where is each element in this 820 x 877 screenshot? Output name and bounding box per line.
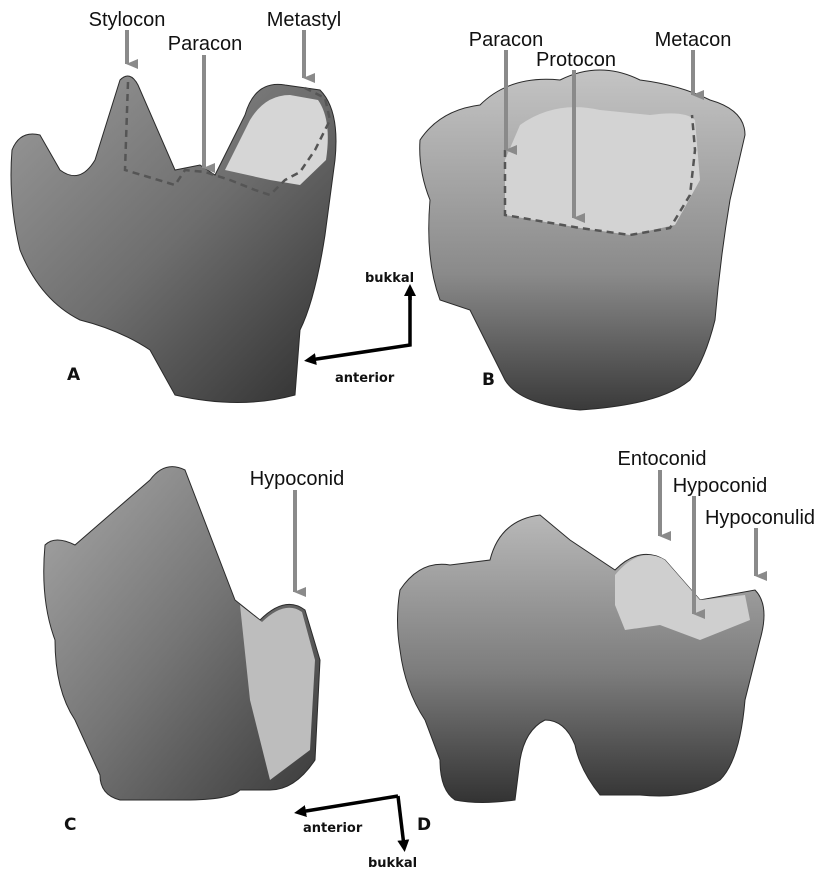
label-hypoconid-d: Hypoconid — [673, 475, 768, 497]
orientation-bottom-anterior: anterior — [303, 821, 363, 836]
panel-b — [420, 70, 745, 410]
label-protocon: Protocon — [536, 49, 616, 71]
label-entoconid: Entoconid — [618, 448, 707, 470]
orientation-bottom-bukkal: bukkal — [368, 856, 417, 871]
label-hypoconid-c: Hypoconid — [250, 468, 345, 490]
label-stylocon: Stylocon — [89, 9, 166, 31]
orientation-top: bukkal anterior — [310, 271, 414, 386]
label-metastyl: Metastyl — [267, 9, 341, 31]
panel-c — [44, 467, 320, 800]
orientation-bottom-arrow-anterior — [300, 796, 398, 812]
orientation-top-bukkal: bukkal — [365, 271, 414, 286]
tooth-d-lightface — [615, 555, 750, 640]
label-paracon-a: Paracon — [168, 33, 243, 55]
orientation-bottom-arrow-bukkal — [398, 796, 404, 846]
label-hypoconulid: Hypoconulid — [705, 507, 815, 529]
orientation-top-anterior: anterior — [335, 371, 395, 386]
panel-letter-b: B — [482, 370, 495, 390]
tooth-a-lightface — [225, 95, 328, 185]
panel-a — [11, 76, 336, 403]
tooth-d-body — [398, 515, 765, 803]
label-paracon-b: Paracon — [469, 29, 544, 51]
panel-letter-d: D — [417, 815, 431, 835]
panel-letter-a: A — [67, 365, 81, 385]
panel-letter-c: C — [64, 815, 76, 835]
tooth-b-lightface — [505, 107, 700, 235]
orientation-bottom: anterior bukkal — [300, 796, 417, 871]
orientation-top-arrow-anterior — [310, 290, 410, 360]
label-metacon: Metacon — [655, 29, 732, 51]
panel-d — [398, 515, 765, 803]
